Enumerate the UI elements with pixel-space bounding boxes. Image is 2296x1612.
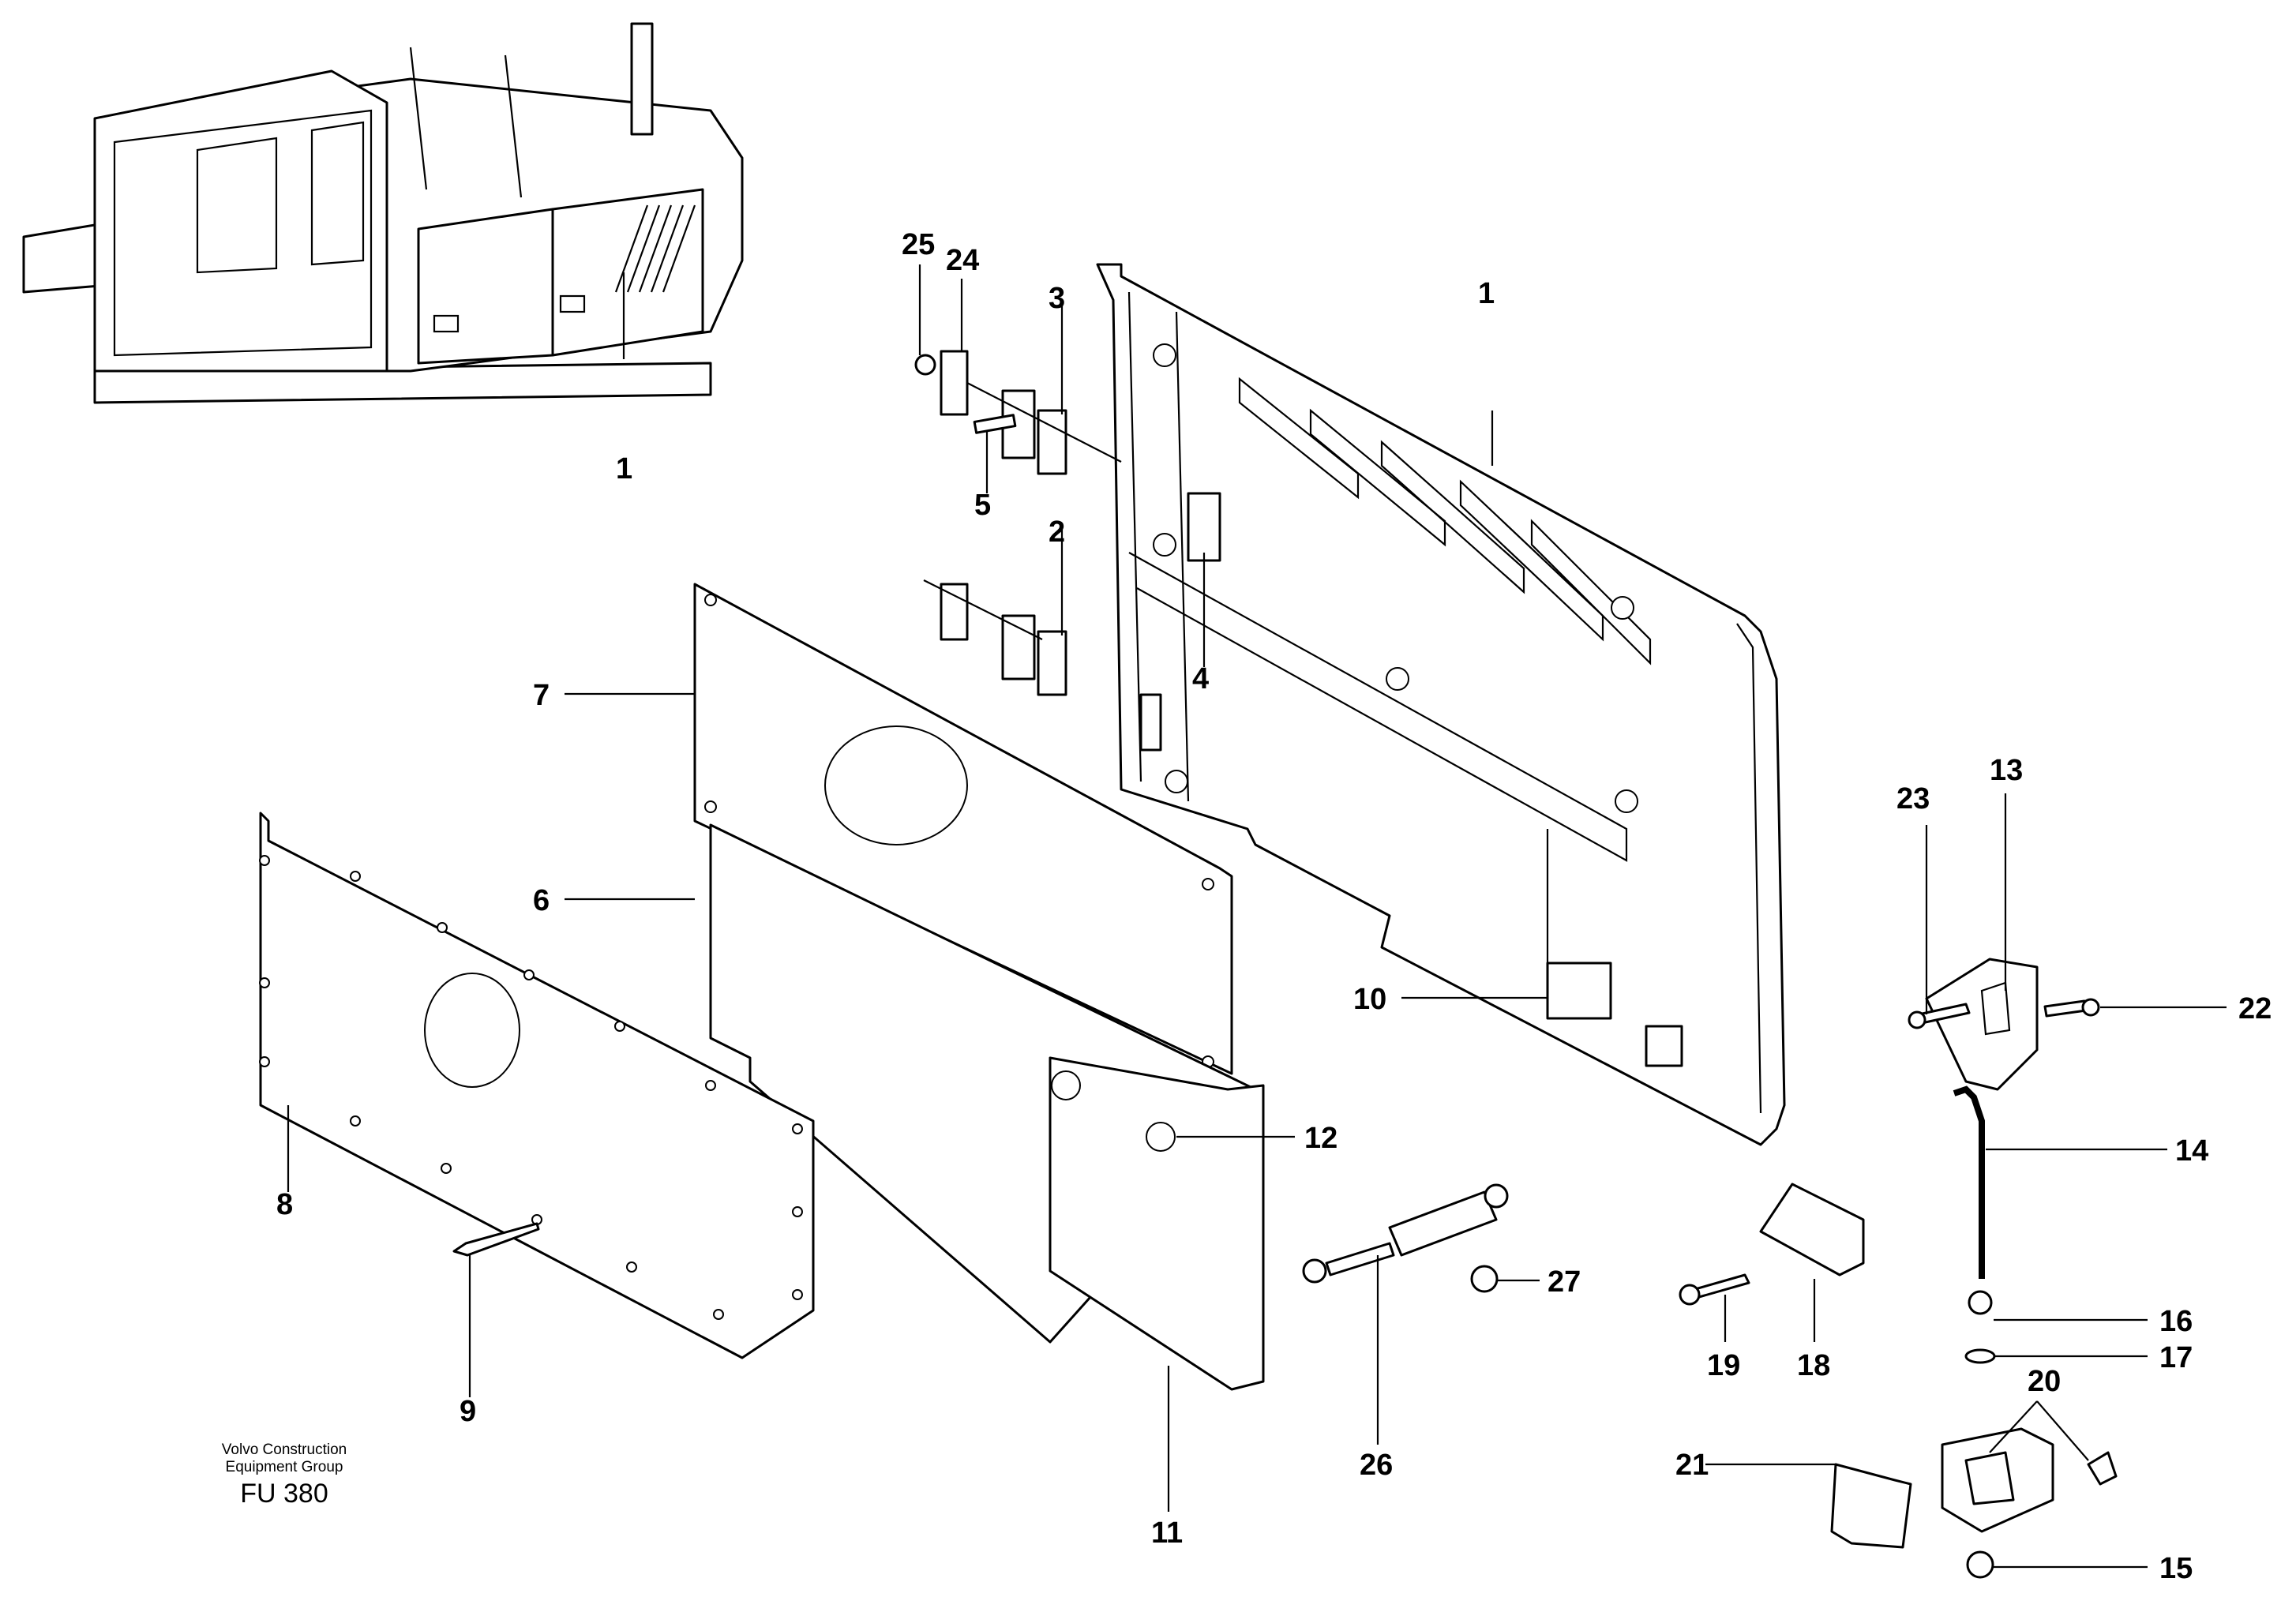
hinge-set-upper bbox=[914, 350, 1122, 475]
callout-27: 27 bbox=[1548, 1265, 1581, 1299]
handle-20 bbox=[1941, 1427, 2118, 1533]
callout-9: 9 bbox=[460, 1395, 476, 1428]
panel-11 bbox=[1049, 1056, 1265, 1391]
callout-19: 19 bbox=[1707, 1349, 1740, 1382]
callout-14: 14 bbox=[2175, 1134, 2208, 1168]
hinge-leaf-4 bbox=[1187, 492, 1221, 562]
screw-9 bbox=[452, 1222, 540, 1257]
door-frame bbox=[1096, 263, 1786, 1146]
callout-23: 23 bbox=[1896, 782, 1930, 815]
callout-24: 24 bbox=[946, 244, 979, 277]
callout-17: 17 bbox=[2159, 1341, 2193, 1374]
callout-25: 25 bbox=[902, 228, 935, 261]
nut-16 bbox=[1968, 1290, 1993, 1315]
callout-22: 22 bbox=[2238, 992, 2272, 1025]
panel-8 bbox=[259, 812, 815, 1359]
callout-5: 5 bbox=[974, 489, 991, 522]
callout-1-frame: 1 bbox=[1478, 277, 1495, 310]
hinge-leaf-lower bbox=[1139, 693, 1162, 752]
footer-figure-code: FU 380 bbox=[240, 1479, 328, 1509]
callout-2: 2 bbox=[1049, 515, 1065, 549]
callout-6: 6 bbox=[533, 884, 550, 917]
callout-1-overview: 1 bbox=[616, 452, 632, 485]
panel-7 bbox=[693, 583, 1233, 1075]
footer-credit: Volvo Construction Equipment Group FU 38… bbox=[166, 1441, 403, 1511]
callout-12: 12 bbox=[1304, 1122, 1337, 1155]
gas-spring-26 bbox=[1302, 1183, 1509, 1293]
seal-21 bbox=[1830, 1463, 1912, 1549]
callout-4: 4 bbox=[1192, 662, 1209, 695]
callout-16: 16 bbox=[2159, 1305, 2193, 1338]
footer-org-line1: Volvo Construction bbox=[221, 1441, 347, 1458]
callout-13: 13 bbox=[1990, 754, 2023, 787]
callout-18: 18 bbox=[1797, 1349, 1830, 1382]
callout-3: 3 bbox=[1049, 282, 1065, 315]
rod-14 bbox=[1953, 1085, 1985, 1279]
callout-15: 15 bbox=[2159, 1552, 2193, 1585]
callout-7: 7 bbox=[533, 679, 550, 712]
callout-20: 20 bbox=[2028, 1365, 2061, 1398]
callout-10: 10 bbox=[1353, 983, 1386, 1016]
excavator-overview bbox=[22, 22, 744, 404]
washer-17 bbox=[1964, 1348, 1996, 1364]
lock-assembly-13 bbox=[1908, 958, 2100, 1091]
callout-21: 21 bbox=[1675, 1449, 1709, 1482]
footer-org-line2: Equipment Group bbox=[225, 1459, 343, 1475]
callout-11: 11 bbox=[1151, 1516, 1183, 1550]
bracket-18 bbox=[1679, 1183, 1865, 1306]
leader-lines bbox=[287, 264, 2227, 1569]
hinge-set-lower bbox=[923, 579, 1067, 696]
callout-8: 8 bbox=[276, 1188, 293, 1221]
nut-15 bbox=[1966, 1550, 1994, 1579]
callout-26: 26 bbox=[1360, 1449, 1393, 1482]
